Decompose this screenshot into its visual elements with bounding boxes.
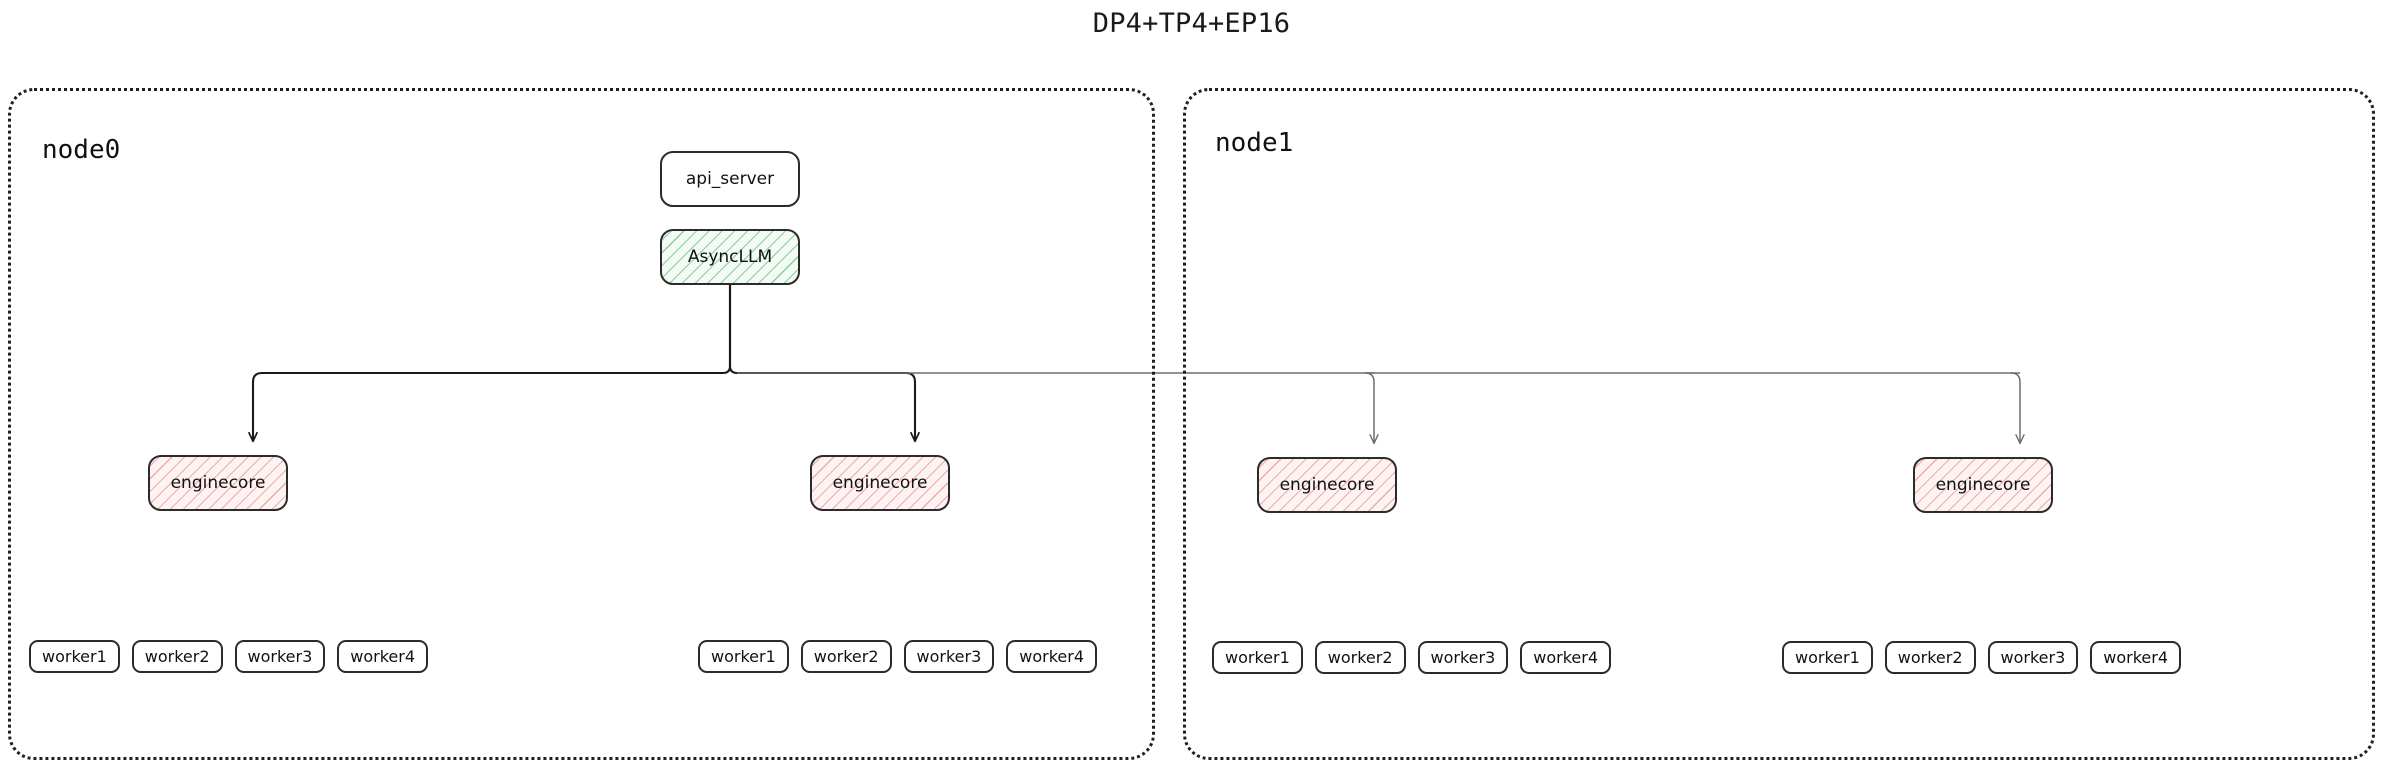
node-label-node0: node0: [42, 135, 121, 165]
enginecore-box[interactable]: enginecore: [810, 455, 950, 511]
node-label-node1: node1: [1215, 128, 1294, 158]
node-container-node0: [8, 88, 1155, 760]
worker-box[interactable]: worker2: [131, 640, 223, 673]
worker-group: worker1 worker2 worker3 worker4: [1212, 641, 1611, 674]
worker-group: worker1 worker2 worker3 worker4: [29, 640, 428, 673]
api-server-box[interactable]: api_server: [660, 151, 800, 207]
worker-box[interactable]: worker3: [1987, 641, 2079, 674]
worker-box[interactable]: worker4: [2090, 641, 2181, 674]
worker-box[interactable]: worker1: [29, 640, 120, 673]
node-container-node1: [1183, 88, 2375, 760]
worker-box[interactable]: worker2: [1884, 641, 1976, 674]
worker-group: worker1 worker2 worker3 worker4: [698, 640, 1097, 673]
worker-box[interactable]: worker3: [234, 640, 326, 673]
worker-box[interactable]: worker4: [337, 640, 428, 673]
worker-box[interactable]: worker3: [903, 640, 995, 673]
worker-box[interactable]: worker2: [800, 640, 892, 673]
enginecore-box[interactable]: enginecore: [148, 455, 288, 511]
worker-box[interactable]: worker4: [1520, 641, 1611, 674]
worker-box[interactable]: worker2: [1314, 641, 1406, 674]
diagram-title: DP4+TP4+EP16: [1092, 8, 1291, 39]
enginecore-box[interactable]: enginecore: [1913, 457, 2053, 513]
worker-box[interactable]: worker1: [1782, 641, 1873, 674]
asyncllm-box[interactable]: AsyncLLM: [660, 229, 800, 285]
worker-box[interactable]: worker3: [1417, 641, 1509, 674]
worker-box[interactable]: worker1: [698, 640, 789, 673]
worker-group: worker1 worker2 worker3 worker4: [1782, 641, 2181, 674]
worker-box[interactable]: worker4: [1006, 640, 1097, 673]
worker-box[interactable]: worker1: [1212, 641, 1303, 674]
enginecore-box[interactable]: enginecore: [1257, 457, 1397, 513]
